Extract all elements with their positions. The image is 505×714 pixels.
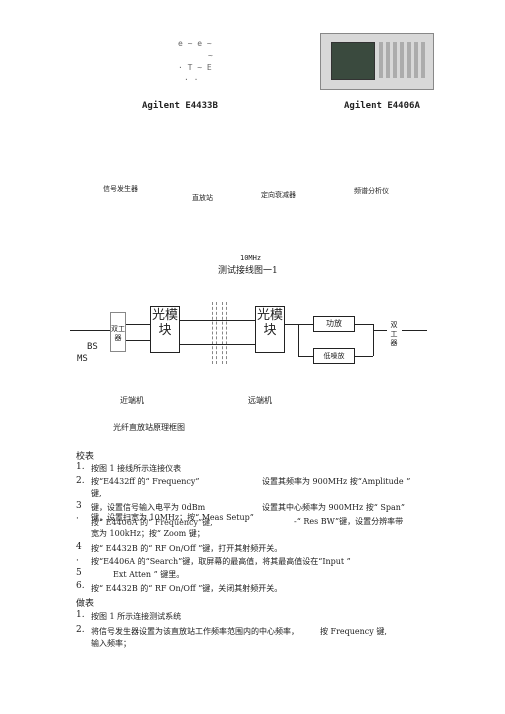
label-10mhz-reference: 10MHz (240, 254, 262, 262)
fiber-dash-1 (212, 302, 213, 364)
cal-text-1: 按图 1 接线所示连接仪表 (91, 464, 182, 473)
cal-text-3-right: 设置其中心频率为 900MHz 按“ Span” (262, 503, 405, 512)
fiber-dash-3 (222, 302, 223, 364)
pa-out-line (355, 324, 373, 325)
lna-label: 低噪放 (323, 352, 345, 360)
power-amplifier-box: 功放 (313, 316, 355, 332)
fiber-dash-4 (226, 302, 227, 364)
lna-to-optical-line (298, 356, 313, 357)
lna-in-line (355, 356, 373, 357)
spectrum-analyzer-image (320, 33, 434, 90)
to-duplexer-right-line (373, 330, 387, 331)
analyzer-screen (331, 42, 375, 80)
duplexer-right-label: 双工器 (390, 321, 398, 347)
cal-text-2: 按“E4432ff 的“ Frequency” (91, 477, 200, 486)
label-directional-attenuator: 定向衰减器 (261, 191, 296, 199)
test-text-2-cont: 输入频率； (91, 639, 131, 648)
label-agilent-e4433b: Agilent E4433B (142, 101, 218, 111)
instrument-a-text-4: · · (184, 75, 199, 84)
optical-to-dup-line (126, 340, 150, 341)
lna-box: 低噪放 (313, 348, 355, 364)
cal-text-3b-cont: 宽为 100kHz；按“ Zoom 键； (91, 529, 205, 538)
optical-module-left-label: 光模块 (151, 308, 178, 338)
fiber-repeater-block-diagram: 双工器 光模块 光模块 功放 低噪放 双工器 (70, 300, 430, 370)
cal-num-6: 6. (76, 581, 85, 591)
duplexer-left-label: 双工器 (111, 325, 125, 342)
label-signal-generator: 信号发生器 (103, 185, 138, 193)
signal-generator-image: e ~ e ~ ~ · T ~ E · · (178, 38, 238, 88)
caption-test-wiring-1: 测试接线图一1 (218, 266, 278, 276)
label-remote-end: 远端机 (248, 396, 272, 405)
label-repeater: 直放站 (192, 194, 213, 202)
test-text-1: 按图 1 所示连接测试系统 (91, 612, 182, 621)
instrument-a-text-1: e ~ e ~ (178, 39, 212, 48)
optical-to-pa-line (285, 324, 313, 325)
fiber-dash-2 (216, 302, 217, 364)
optical-module-right-label: 光模块 (256, 308, 283, 338)
cal-text-3b-right: -“ Res BW”键，设置分辨率带 (294, 517, 404, 526)
cal-text-4b: 按“E4406A 的“Search”键，取屏幕的最高值，将其最高值设在“Inpu… (91, 557, 351, 566)
cal-text-3: 键，设置信号输入电平为 0dBm (91, 503, 206, 512)
test-text-2-right: 按 Frequency 键, (320, 627, 387, 636)
right-vertical-line (373, 324, 374, 356)
cal-num-3b: · (76, 514, 79, 524)
analyzer-keypad (379, 42, 427, 78)
reverse-link-line (180, 344, 255, 345)
test-num-2: 2. (76, 625, 85, 635)
label-bs: BS (87, 342, 98, 352)
cal-text-5: Ext Atten ” 键里。 (113, 570, 185, 579)
dup-to-optical-line (126, 324, 150, 325)
label-spectrum-analyzer: 频谱分析仪 (354, 187, 389, 195)
cal-text-2-cont: 键, (91, 489, 102, 498)
cal-num-1: 1. (76, 462, 85, 472)
cal-num-5: 5 (76, 568, 82, 578)
cal-num-4: 4 (76, 542, 82, 552)
power-amplifier-label: 功放 (326, 319, 342, 328)
duplexer-right-box: 双工器 (388, 320, 400, 350)
cal-text-2-right: 设置其频率为 900MHz 按“Amplitude ” (262, 477, 411, 486)
optical-module-right: 光模块 (255, 306, 285, 353)
heading-test: 做表 (76, 599, 95, 609)
cal-num-3: 3 (76, 501, 82, 511)
label-agilent-e4406a: Agilent E4406A (344, 101, 420, 111)
test-num-1: 1. (76, 610, 85, 620)
instrument-a-text-3: · T ~ E (178, 63, 212, 72)
label-near-end: 近端机 (120, 396, 144, 405)
optical-module-left: 光模块 (150, 306, 180, 353)
test-text-2: 将信号发生器设置为该直放站工作频率范围内的中心频率， (91, 627, 299, 636)
cal-text-3b: 键，设置扫宽为 10MHz；按“ Meas Setup” (91, 513, 254, 522)
label-ms: MS (77, 354, 88, 364)
heading-calibration: 校表 (76, 452, 95, 462)
cal-text-3b-overlay: 按“ E4406A 的“ Frequency”键, (91, 518, 213, 527)
caption-fiber-repeater: 光纤直放站原理框图 (113, 423, 185, 432)
cal-text-6: 按“ E4432B 的“ RF On/Off ”键，关闭其射频开关。 (91, 584, 283, 593)
instrument-a-text-2: ~ (208, 51, 213, 60)
cal-num-2: 2. (76, 476, 85, 486)
optical-lna-vertical (298, 324, 299, 356)
cal-text-4: 按“ E4432B 的“ RF On/Off ”键，打开其射频开关。 (91, 544, 283, 553)
forward-link-line (180, 320, 255, 321)
ms-link-line (402, 330, 427, 331)
duplexer-left-box: 双工器 (110, 312, 126, 352)
bs-link-line (70, 330, 110, 331)
cal-num-4b: · (76, 556, 79, 566)
